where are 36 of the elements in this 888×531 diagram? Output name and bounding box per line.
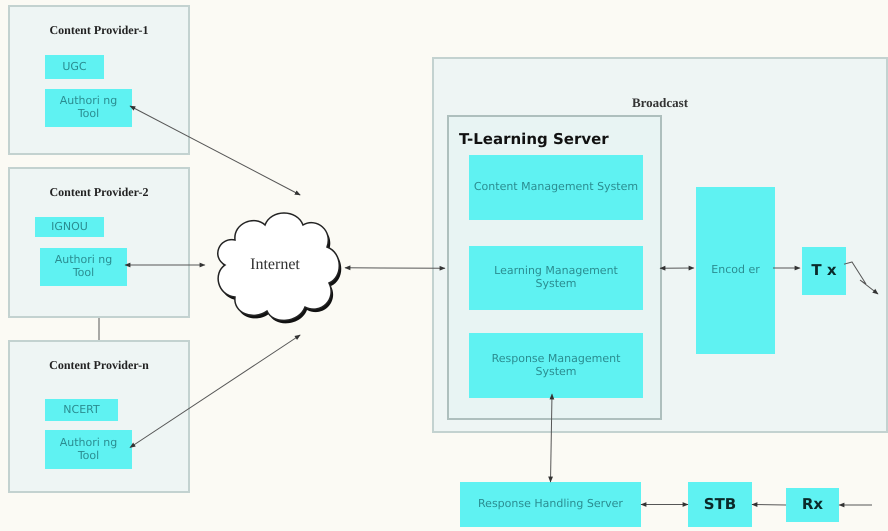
connector-arrow: [640, 502, 689, 507]
provider-panel: [8, 340, 190, 493]
process-box: Response Management System: [469, 333, 643, 398]
node-label: Internet: [250, 255, 300, 275]
connector-arrow: [129, 106, 301, 196]
process-box: UGC: [45, 55, 104, 79]
connector-arrow: [772, 266, 801, 270]
broadcast-panel: [432, 57, 888, 433]
connector-arrow: [124, 262, 206, 268]
connector-arrow: [344, 265, 446, 271]
provider-panel: [8, 5, 190, 155]
connector-arrow: [130, 334, 301, 448]
provider-panel: [8, 167, 190, 318]
panel-title: Content Provider-1: [48, 22, 150, 39]
connector-arrow: [838, 502, 872, 508]
panel-title: Content Provider-2: [48, 184, 150, 201]
process-box: Authori ng Tool: [40, 248, 127, 286]
connector-arrow: [844, 261, 878, 294]
connector-arrow: [548, 393, 554, 483]
process-box: Rx: [786, 488, 839, 522]
process-box: Learning Management System: [469, 246, 643, 310]
panel-title: Content Provider-n: [48, 357, 150, 374]
process-box: Encod er: [696, 187, 775, 354]
process-box: STB: [688, 482, 752, 527]
panel-title: T-Learning Server: [459, 129, 609, 150]
connector-arrow: [751, 502, 786, 507]
process-box: Authori ng Tool: [45, 430, 132, 469]
process-box: Response Handling Server: [460, 482, 641, 527]
process-box: T x: [802, 247, 846, 295]
server-panel: [447, 115, 662, 420]
process-box: Authori ng Tool: [45, 89, 132, 127]
process-box: Content Management System: [469, 155, 643, 220]
panel-title: Broadcast: [630, 94, 690, 112]
process-box: NCERT: [45, 399, 118, 421]
process-box: IGNOU: [35, 217, 104, 237]
connector-arrow: [659, 266, 695, 271]
